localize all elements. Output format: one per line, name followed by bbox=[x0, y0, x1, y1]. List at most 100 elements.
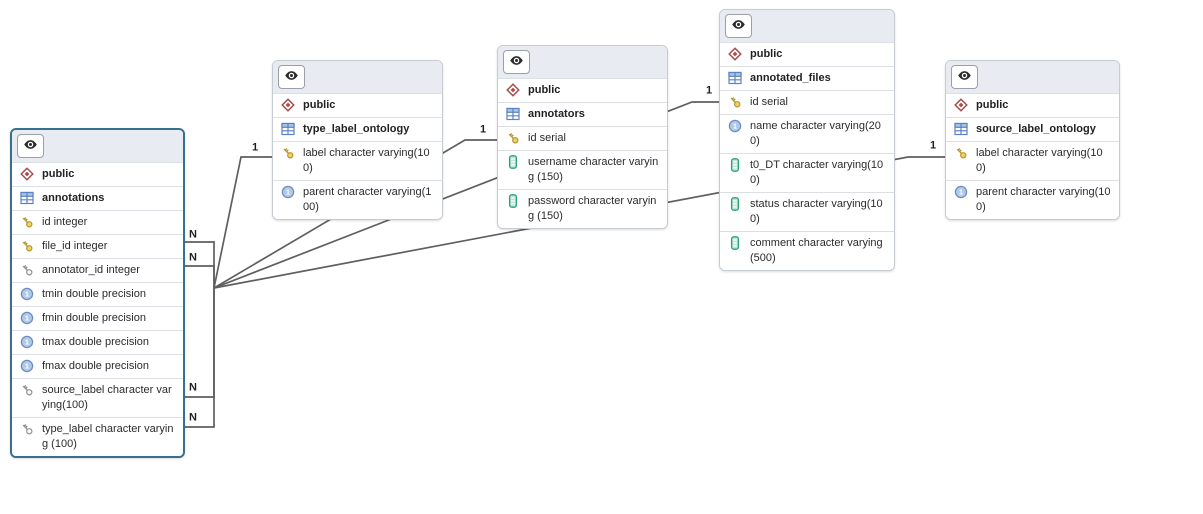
svg-text:1: 1 bbox=[959, 188, 963, 197]
table-name-label: annotations bbox=[42, 192, 105, 204]
primary-key-icon bbox=[728, 95, 742, 109]
primary-key-icon bbox=[20, 215, 34, 229]
column-row: 1 fmin double precision bbox=[12, 306, 183, 330]
table-node-header bbox=[12, 130, 183, 162]
foreign-key-icon bbox=[20, 383, 34, 397]
column-row: 1 tmax double precision bbox=[12, 330, 183, 354]
table-name-label: source_label_ontology bbox=[976, 123, 1096, 135]
cardinality-label: N bbox=[189, 381, 197, 394]
relationship-line bbox=[185, 156, 272, 428]
table-node-annotations[interactable]: public annotations id integer file_id integ… bbox=[10, 128, 185, 458]
table-name-label: annotated_files bbox=[750, 72, 831, 84]
column-row-label: t0_DT character varying(100) bbox=[750, 159, 884, 186]
numeric-icon: 1 bbox=[20, 335, 34, 349]
cardinality-label: N bbox=[189, 251, 197, 264]
column-row-label: label character varying(100) bbox=[976, 147, 1103, 174]
foreign-key-icon bbox=[20, 422, 34, 436]
column-row-label: tmin double precision bbox=[42, 288, 146, 300]
schema-name-label: public bbox=[303, 99, 336, 111]
schema-name: public bbox=[12, 162, 183, 186]
column-row: t0_DT character varying(100) bbox=[720, 153, 894, 192]
column-row-label: status character varying(100) bbox=[750, 198, 883, 225]
show-details-eye-button[interactable] bbox=[503, 50, 530, 74]
text-icon bbox=[728, 158, 742, 172]
primary-key-icon bbox=[954, 146, 968, 160]
column-row-label: comment character varying (500) bbox=[750, 237, 883, 264]
schema-name-label: public bbox=[528, 84, 561, 96]
column-row-label: tmax double precision bbox=[42, 336, 150, 348]
table-name: annotators bbox=[498, 102, 667, 126]
svg-text:1: 1 bbox=[25, 290, 29, 299]
table-node-header bbox=[498, 46, 667, 78]
table-name: source_label_ontology bbox=[946, 117, 1119, 141]
table-icon bbox=[281, 122, 295, 136]
show-details-eye-button[interactable] bbox=[951, 65, 978, 89]
column-row: file_id integer bbox=[12, 234, 183, 258]
numeric-icon: 1 bbox=[20, 287, 34, 301]
table-icon bbox=[954, 122, 968, 136]
cardinality-label: 1 bbox=[929, 139, 937, 152]
column-row-label: type_label character varying (100) bbox=[42, 423, 174, 450]
column-row: label character varying(100) bbox=[946, 141, 1119, 180]
column-row-label: id serial bbox=[528, 132, 566, 144]
svg-text:1: 1 bbox=[733, 122, 737, 131]
table-icon bbox=[20, 191, 34, 205]
cardinality-label: 1 bbox=[479, 123, 487, 136]
eye-icon bbox=[284, 68, 299, 86]
text-icon bbox=[728, 197, 742, 211]
column-row-label: fmin double precision bbox=[42, 312, 146, 324]
table-icon bbox=[506, 107, 520, 121]
table-name: type_label_ontology bbox=[273, 117, 442, 141]
cardinality-label: N bbox=[189, 228, 197, 241]
table-name: annotations bbox=[12, 186, 183, 210]
column-row: 1 name character varying(200) bbox=[720, 114, 894, 153]
column-row: 1 parent character varying(100) bbox=[946, 180, 1119, 219]
eye-icon bbox=[509, 53, 524, 71]
show-details-eye-button[interactable] bbox=[725, 14, 752, 38]
column-row: status character varying(100) bbox=[720, 192, 894, 231]
svg-text:1: 1 bbox=[25, 314, 29, 323]
column-row: id serial bbox=[720, 90, 894, 114]
column-row: 1 tmin double precision bbox=[12, 282, 183, 306]
table-node-annotators[interactable]: public annotators id serial username charac… bbox=[497, 45, 668, 229]
table-icon bbox=[728, 71, 742, 85]
schema-name-label: public bbox=[42, 168, 75, 180]
column-row-label: parent character varying(100) bbox=[976, 186, 1111, 213]
table-name-label: annotators bbox=[528, 108, 585, 120]
column-row: type_label character varying (100) bbox=[12, 417, 183, 456]
svg-text:1: 1 bbox=[286, 188, 290, 197]
column-row: annotator_id integer bbox=[12, 258, 183, 282]
column-row: username character varying (150) bbox=[498, 150, 667, 189]
column-row: id serial bbox=[498, 126, 667, 150]
schema-name: public bbox=[273, 93, 442, 117]
column-row-label: username character varying (150) bbox=[528, 156, 659, 183]
column-row-label: source_label character varying(100) bbox=[42, 384, 172, 411]
schema-name-label: public bbox=[976, 99, 1009, 111]
column-row: comment character varying (500) bbox=[720, 231, 894, 270]
table-name-label: type_label_ontology bbox=[303, 123, 410, 135]
primary-key-icon bbox=[20, 239, 34, 253]
cardinality-label: 1 bbox=[705, 84, 713, 97]
schema-name: public bbox=[946, 93, 1119, 117]
eye-icon bbox=[731, 17, 746, 35]
schema-name-label: public bbox=[750, 48, 783, 60]
eye-icon bbox=[23, 137, 38, 155]
column-row: source_label character varying(100) bbox=[12, 378, 183, 417]
show-details-eye-button[interactable] bbox=[278, 65, 305, 89]
numeric-icon: 1 bbox=[20, 359, 34, 373]
column-row-label: id integer bbox=[42, 216, 88, 228]
schema-name: public bbox=[720, 42, 894, 66]
numeric-icon: 1 bbox=[728, 119, 742, 133]
column-row-label: fmax double precision bbox=[42, 360, 150, 372]
cardinality-label: N bbox=[189, 411, 197, 424]
column-row-label: name character varying(200) bbox=[750, 120, 881, 147]
numeric-icon: 1 bbox=[281, 185, 295, 199]
schema-icon bbox=[728, 47, 742, 61]
show-details-eye-button[interactable] bbox=[17, 134, 44, 158]
